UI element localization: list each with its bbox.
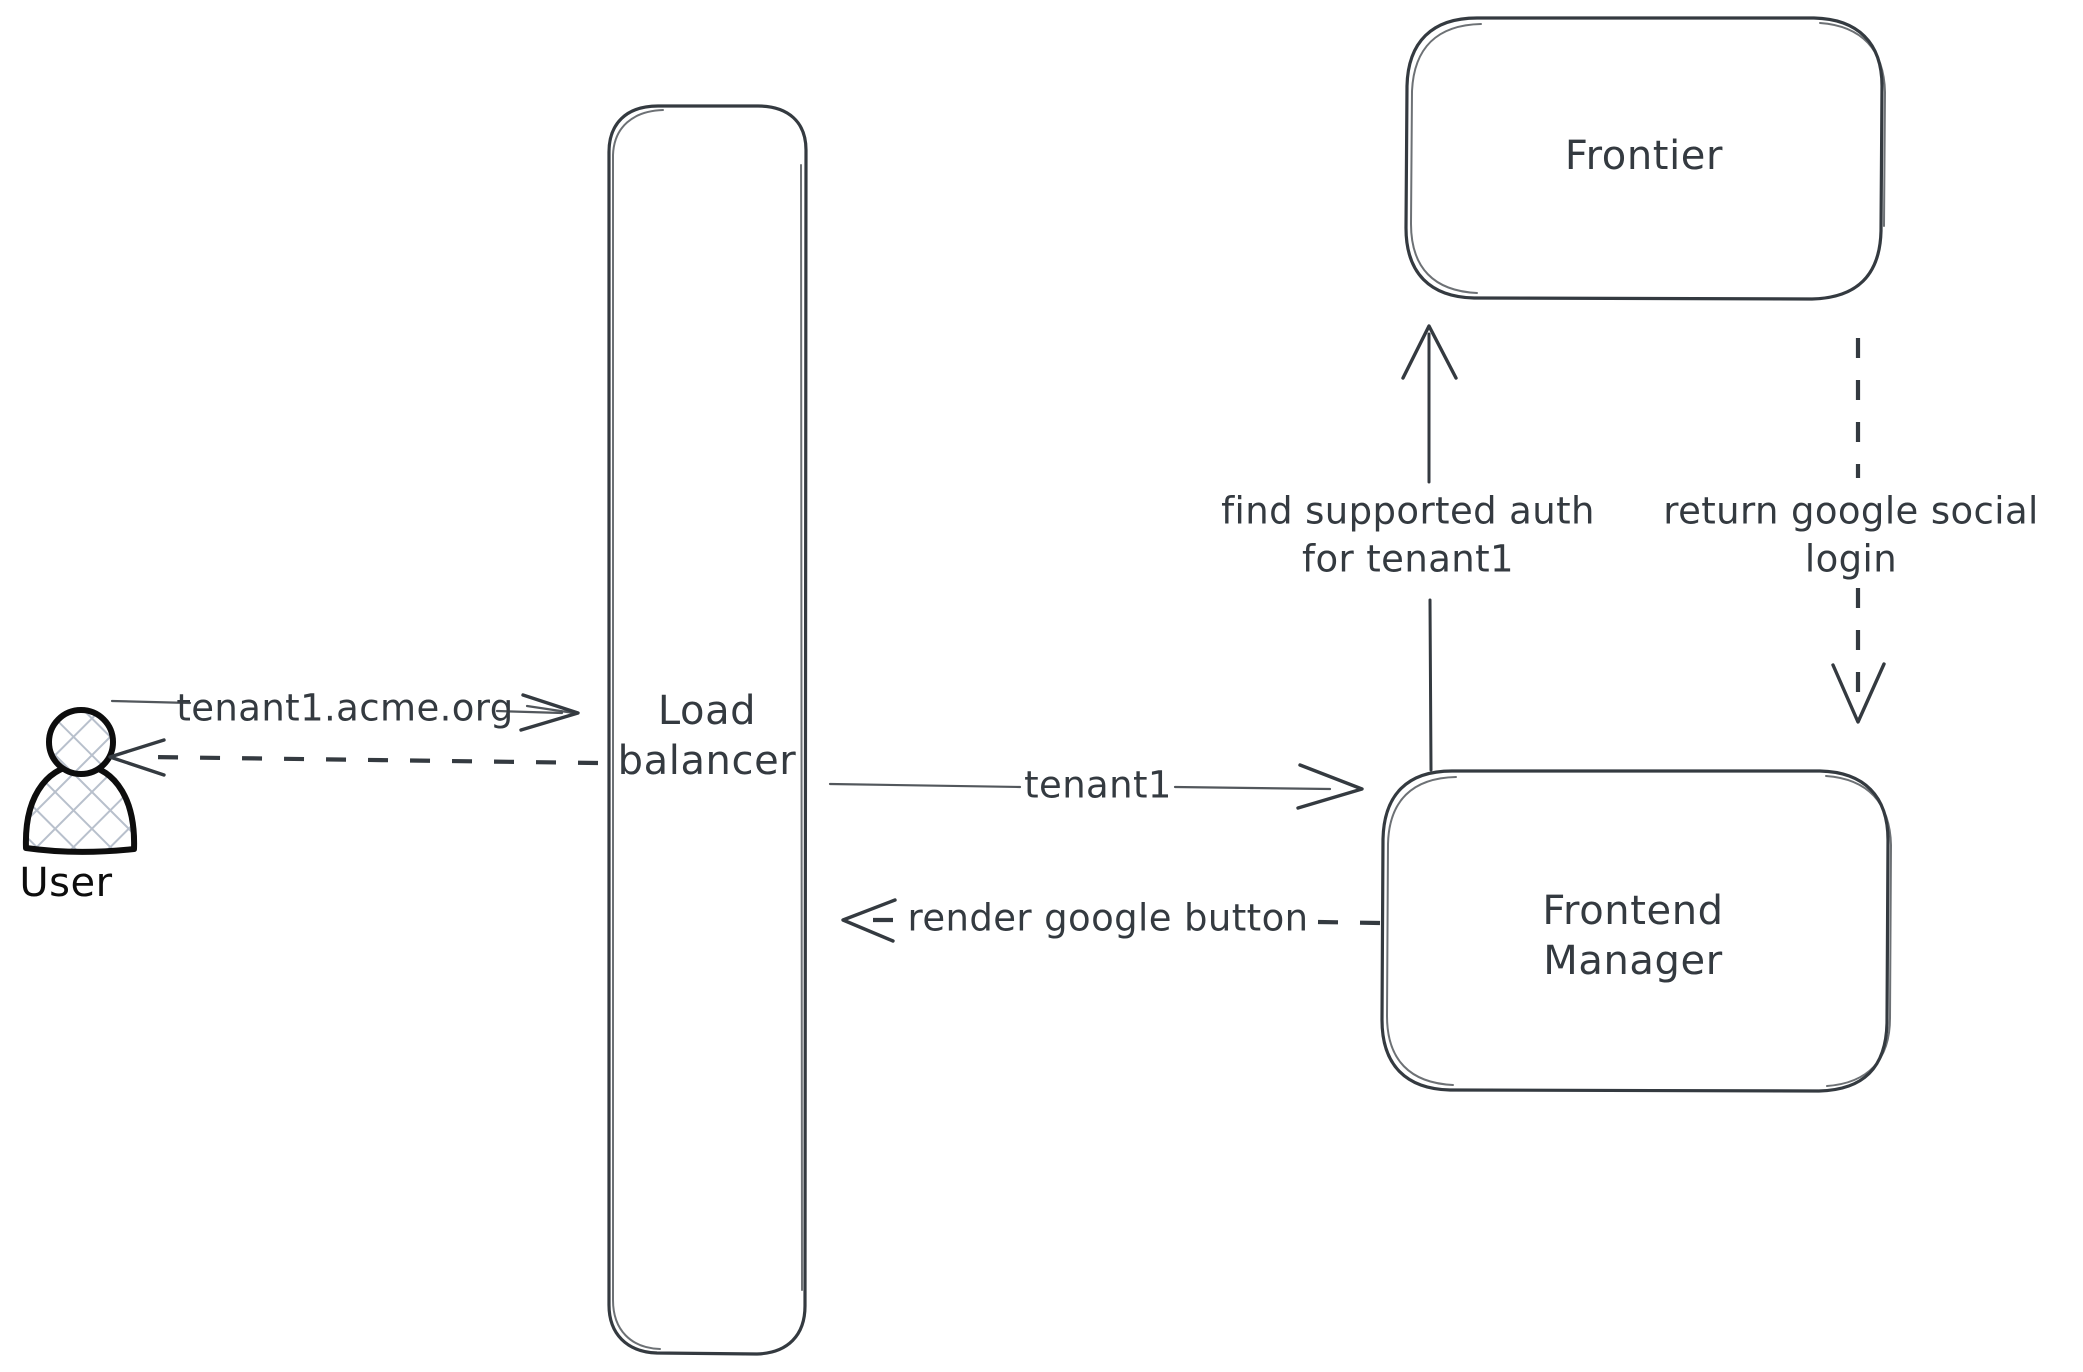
load-balancer-label-line1: Load — [658, 688, 756, 734]
user-head — [46, 707, 116, 777]
edge-load-balancer-to-frontend-manager[interactable]: tenant1 — [828, 763, 1364, 810]
edge-lb-to-fm-line-left — [828, 782, 1022, 789]
user-label: User — [19, 860, 112, 906]
frontier-box-sketch-stroke-right — [1819, 22, 1886, 227]
edge-frontend-manager-to-load-balancer[interactable]: render google button — [841, 897, 1381, 943]
edge-user-to-lb-arrowhead — [519, 693, 580, 732]
edge-user-to-lb-arrow-tail — [525, 704, 576, 715]
frontier-box-sketch-stroke — [1410, 23, 1482, 294]
load-balancer-label-line2: balancer — [618, 738, 797, 784]
actor-user[interactable]: User — [19, 707, 138, 906]
edge-user-to-lb-line-left — [110, 699, 192, 705]
edge-label-render-google-button: render google button — [908, 897, 1309, 940]
edge-fm-to-frontier-line-lower — [1428, 598, 1433, 772]
frontend-manager-label-line2: Manager — [1543, 938, 1723, 984]
edge-fm-to-frontier-arrowhead — [1401, 324, 1458, 380]
edge-label-return-google-social-line1: return google social — [1663, 490, 2038, 533]
node-frontier[interactable]: Frontier — [1404, 16, 1886, 301]
edge-frontier-to-frontend-manager[interactable]: return google social login — [1663, 338, 2038, 724]
edge-label-tenant1-acme-org: tenant1.acme.org — [176, 687, 513, 730]
edge-frontier-to-fm-arrowhead — [1831, 662, 1886, 724]
edge-fm-to-lb-arrowhead — [841, 898, 897, 943]
edge-frontend-manager-to-frontier[interactable]: find supported auth for tenant1 — [1221, 324, 1595, 772]
frontend-manager-box-sketch-stroke-right — [1825, 775, 1892, 1087]
edge-label-find-supported-auth-line1: find supported auth — [1221, 490, 1595, 533]
edge-label-return-google-social-line2: login — [1805, 538, 1897, 581]
edge-load-balancer-to-user[interactable] — [108, 738, 599, 777]
edge-lb-to-fm-line-right — [1173, 785, 1332, 791]
edge-user-to-load-balancer[interactable]: tenant1.acme.org — [110, 687, 580, 732]
load-balancer-box — [607, 104, 808, 1356]
edge-lb-to-user-arrowhead — [108, 738, 166, 777]
frontend-manager-box-sketch-stroke — [1386, 776, 1457, 1086]
node-frontend-manager[interactable]: Frontend Manager — [1380, 769, 1892, 1093]
edge-fm-to-lb-dashed-right — [1317, 919, 1381, 926]
load-balancer-box-sketch-stroke — [612, 109, 664, 1350]
edge-lb-to-user-dashed-line — [149, 754, 599, 766]
frontend-manager-label-line1: Frontend — [1542, 888, 1723, 934]
frontier-label: Frontier — [1565, 133, 1723, 179]
edge-label-find-supported-auth-line2: for tenant1 — [1302, 538, 1514, 581]
user-body — [22, 762, 138, 855]
edge-user-to-lb-line-right — [495, 709, 564, 715]
edge-lb-to-fm-arrowhead — [1296, 763, 1364, 810]
node-load-balancer[interactable]: Load balancer — [607, 104, 808, 1356]
load-balancer-box-sketch-stroke-right — [800, 164, 803, 1291]
edge-label-tenant1: tenant1 — [1024, 764, 1172, 807]
